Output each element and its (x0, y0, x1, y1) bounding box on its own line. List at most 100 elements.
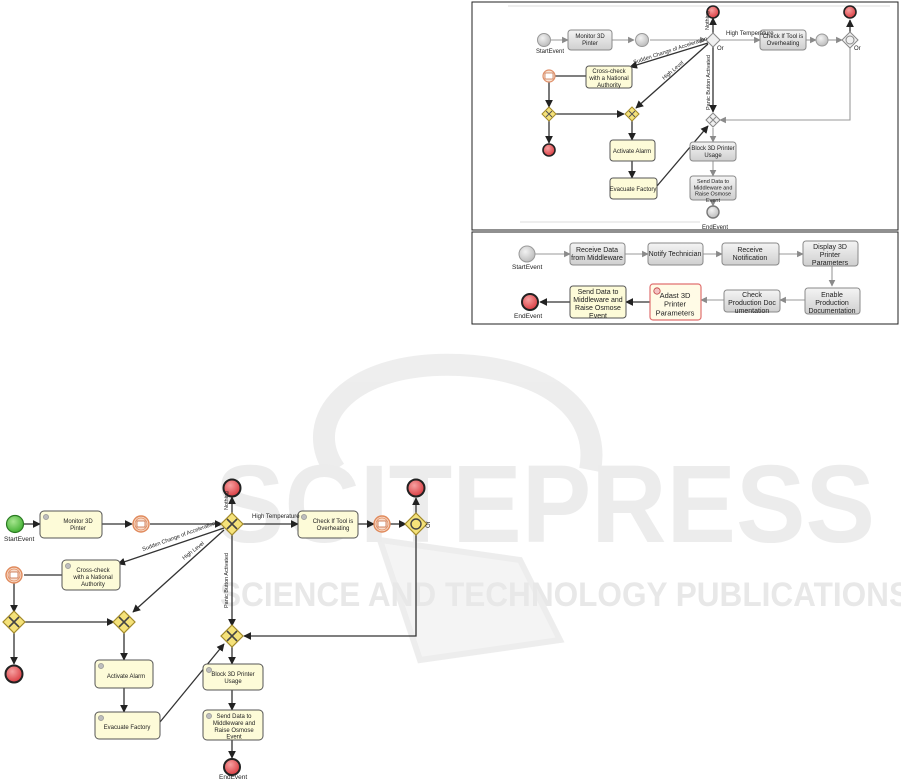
task-label-line: Notify Technician (649, 251, 702, 258)
task-label-line: Event (589, 313, 607, 320)
gateway-diamond (220, 512, 244, 536)
task-label-line: Pinter (582, 41, 598, 47)
end-event-circle (222, 478, 242, 498)
task-label-line: Send Data to (216, 714, 252, 720)
task-label-line: Printer (664, 300, 687, 309)
task-label-line: Usage (224, 679, 242, 685)
task-label-line: Evacuate Factory (104, 725, 151, 731)
task-label-line: with a National (72, 575, 112, 581)
task-label-line: Block 3D Printer (691, 146, 734, 152)
task-label-line: Overheating (767, 41, 800, 47)
task-label-line: Overheating (317, 526, 350, 532)
start-event-label: StartEvent (4, 536, 35, 543)
start-event-label: StartEvent (512, 264, 543, 271)
service-task-icon (206, 667, 212, 673)
gateway-label-or: Or (854, 46, 861, 52)
end-event-circle (843, 5, 857, 19)
task-label-line: Check If Tool is (763, 34, 804, 40)
task-label-line: Adast 3D (660, 291, 691, 300)
task-label-line: Production (815, 300, 849, 307)
gateway-diamond (2, 610, 26, 634)
end-event-label: EndEvent (702, 225, 728, 231)
gateway-diamond (541, 106, 557, 122)
task-evacuate-factory: Evacuate Factory (94, 711, 161, 740)
message-event-icon (542, 69, 556, 83)
gateway-diamond (705, 112, 721, 128)
task-label-line: Send Data to (697, 179, 729, 185)
gateway-diamond (624, 106, 640, 122)
task-label-line: Monitor 3D (63, 519, 93, 525)
task-label-line: Parameters (812, 260, 849, 267)
task-label-line: Activate Alarm (107, 674, 145, 680)
service-task-icon (98, 715, 104, 721)
service-task-icon (206, 713, 212, 719)
gateway-label-or: Or (426, 521, 432, 528)
end-event-circle (223, 758, 241, 776)
svg-text:Evacuate Factory: Evacuate Factory (104, 725, 151, 731)
task-label-line: Parameters (656, 308, 695, 317)
flow-label-nothing: Nothing (224, 491, 230, 510)
task-label-line: from Middleware (571, 255, 623, 262)
task-activate-alarm: Activate Alarm (609, 139, 656, 162)
start-event-circle (5, 514, 25, 534)
task-label-line: Production Doc (728, 300, 776, 307)
task-label-line: Usage (704, 153, 722, 159)
flow-label-high-temperature: High Temperature (726, 31, 774, 37)
service-task-icon (98, 663, 104, 669)
message-event-icon (132, 515, 150, 533)
end-event-circle (406, 478, 426, 498)
task-label-line: Receive (737, 247, 762, 254)
task-label-line: Check (742, 292, 762, 299)
gateway-diamond (841, 31, 859, 49)
flow-label-panic-button: Panic Button Activated (224, 553, 230, 608)
service-task-icon (65, 563, 71, 569)
task-label-line: Send Data to (578, 289, 619, 296)
flow-label-sudden-change: Sudden Change of Acceleration (142, 521, 217, 553)
svg-text:Evacuate Factory: Evacuate Factory (610, 187, 657, 193)
task-label-line: Check If Tool is (313, 519, 354, 525)
flow-label-nothing: Nothing (705, 11, 711, 30)
task-label-line: Receive Data (576, 247, 618, 254)
task-label-line: Cross-check (76, 568, 110, 574)
end-event-circle (521, 293, 539, 311)
task-activate-alarm: Activate Alarm (94, 659, 154, 689)
end-event-circle (542, 143, 556, 157)
gateway-diamond (705, 32, 721, 48)
start-event-label: StartEvent (536, 49, 564, 55)
message-event-circle (815, 33, 829, 47)
gateway-diamond (220, 624, 244, 648)
end-event-label: EndEvent (514, 313, 542, 320)
flow-label-high-level: High Level (182, 541, 206, 562)
task-label-line: Middleware and (213, 721, 255, 727)
task-label-line: Event (706, 198, 721, 204)
task-label-line: umentation (735, 308, 770, 315)
end-event-label: EndEvent (219, 774, 247, 781)
gateway-diamond (404, 512, 428, 536)
task-label-line: Authority (81, 582, 105, 588)
